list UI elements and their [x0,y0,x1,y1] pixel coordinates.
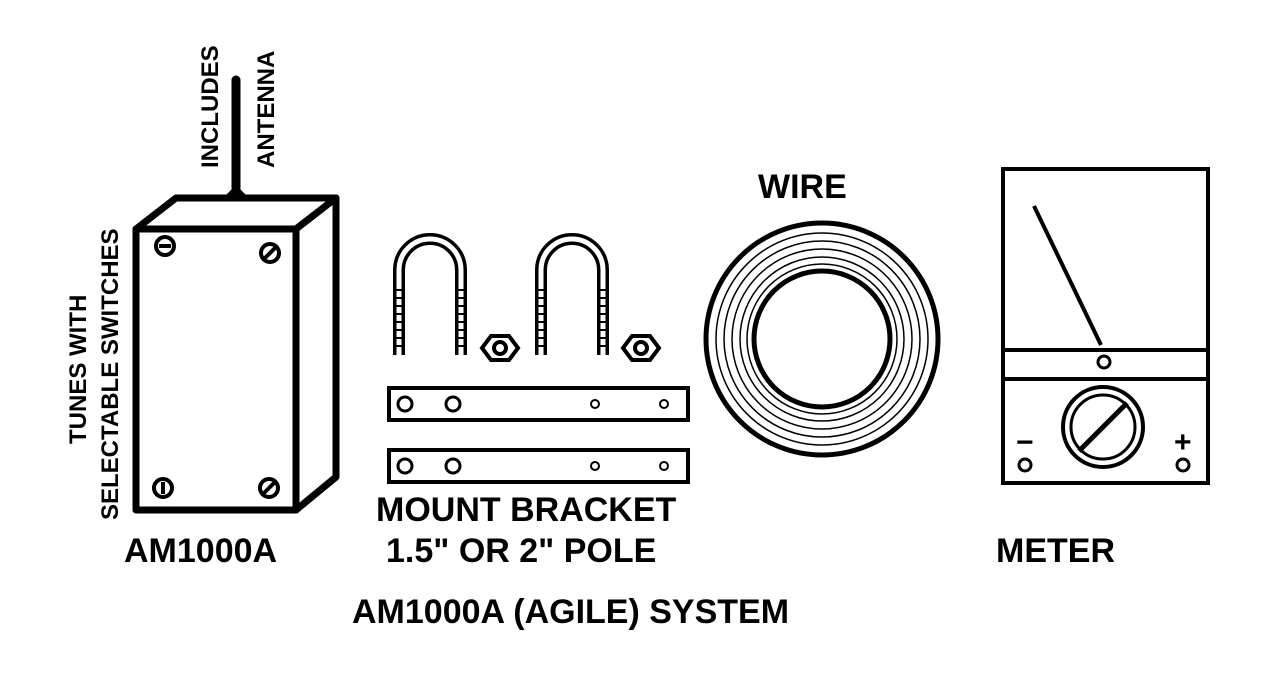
meter-plus-label: + [1174,426,1192,459]
includes-label: INCLUDES [197,45,224,168]
bracket-plate-icon [387,448,690,484]
receiver-box-icon [132,194,340,514]
tunes-label-line1: TUNES WITH [65,295,92,444]
system-title: AM1000A (AGILE) SYSTEM [352,593,789,631]
screw-icon [152,477,174,499]
u-bolt-icon [393,233,467,355]
meter-minus-label: − [1016,426,1034,459]
wire-coil-icon [703,220,941,458]
positive-terminal-icon [1175,457,1191,473]
hex-nut-icon [620,334,662,362]
u-bolt-icon [535,233,609,355]
pole-size-label: 1.5" OR 2" POLE [386,532,656,570]
receiver-model-label: AM1000A [124,532,277,570]
mount-bracket-label: MOUNT BRACKET [376,491,677,529]
screw-icon [258,477,280,499]
bracket-plate-icon [387,386,690,422]
hex-nut-icon [479,334,521,362]
tunes-label-line2: SELECTABLE SWITCHES [97,228,124,520]
meter-needle-icon [1032,205,1112,370]
negative-terminal-icon [1017,457,1033,473]
screw-icon [154,235,176,257]
antenna-label: ANTENNA [253,51,280,168]
adjustment-knob-icon [1061,385,1145,469]
meter-label: METER [996,532,1115,570]
screw-icon [259,242,281,264]
wire-label: WIRE [758,168,847,206]
